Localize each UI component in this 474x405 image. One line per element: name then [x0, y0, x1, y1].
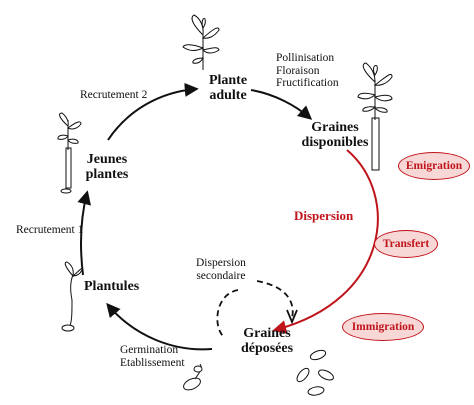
stage-young-line2: plantes [85, 167, 129, 183]
process-secondary-dispersal-line1: Dispersion [196, 257, 246, 269]
process-fruiting: Fructification [276, 77, 339, 90]
stage-adult-line2: adulte [209, 88, 247, 104]
process-secondary-dispersal: Dispersion secondaire [196, 257, 246, 282]
maturation-arrow [250, 89, 313, 120]
emigration-badge: Emigration [398, 152, 470, 180]
adult-plant-icon [182, 14, 220, 70]
secondary-dispersal-arrow [216, 280, 294, 339]
stage-seeds-deposited-line2: déposées [240, 341, 294, 357]
stage-seeds-available-line2: disponibles [301, 135, 369, 151]
process-recruitment-2: Recrutement 2 [80, 89, 148, 101]
germinating-seed-icon [183, 363, 203, 391]
process-germination-line1: Germination [120, 344, 179, 356]
stage-seedlings: Plantules [84, 279, 140, 294]
process-dispersal: Dispersion [294, 208, 354, 223]
stage-young-plants: Jeunes plantes [78, 152, 136, 183]
recruitment-2-arrow [107, 82, 199, 141]
stage-seeds-available-line1: Graines [311, 120, 359, 135]
recruitment-1-arrow [77, 190, 91, 276]
stage-seeds-deposited: Graines déposées [226, 326, 308, 357]
deposited-seeds-icon [296, 349, 334, 396]
process-pollination: Pollinisation [276, 52, 335, 64]
young-plant-icon [57, 112, 82, 194]
process-germination: Germination Etablissement [120, 344, 185, 369]
transfer-badge: Transfert [374, 230, 438, 258]
process-germination-line2: Etablissement [120, 356, 185, 369]
seedling-icon [61, 261, 83, 332]
process-reproduction: Pollinisation Floraison Fructification [276, 52, 339, 90]
stage-seeds-deposited-line1: Graines [243, 326, 291, 341]
immigration-badge: Immigration [342, 313, 424, 341]
fruiting-tree-icon [357, 62, 393, 171]
germination-arrow [106, 302, 213, 351]
process-flowering: Floraison [276, 64, 320, 77]
stage-young-line1: Jeunes [86, 152, 128, 167]
stage-adult-line1: Plante [208, 73, 248, 88]
process-secondary-dispersal-line2: secondaire [196, 269, 246, 282]
stage-seeds-available: Graines disponibles [290, 120, 380, 151]
process-recruitment-1: Recrutement 1 [16, 224, 84, 236]
stage-adult-plant: Plante adulte [198, 73, 258, 104]
